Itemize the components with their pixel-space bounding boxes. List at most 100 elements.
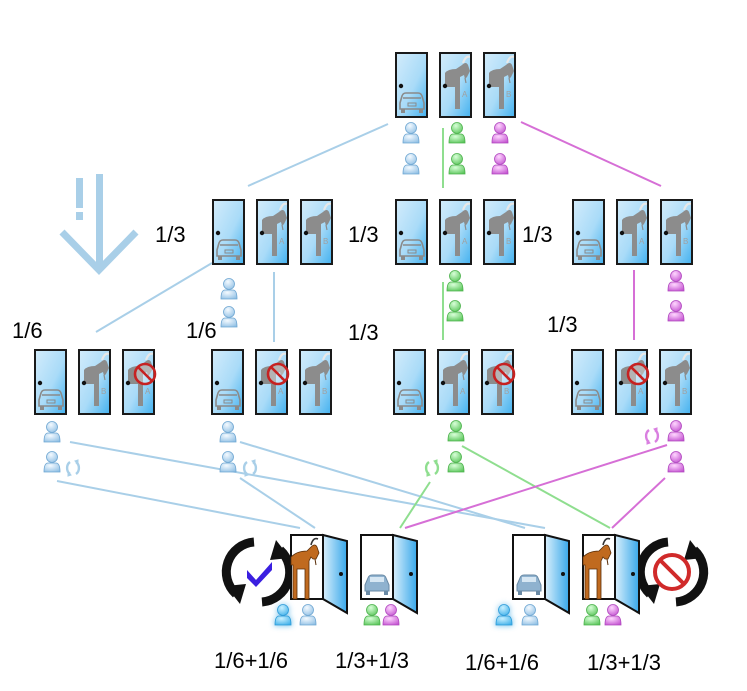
door: [34, 349, 67, 415]
player-green-icon: [447, 451, 465, 473]
car-icon: [516, 574, 542, 595]
player-blue-icon: [219, 451, 237, 473]
door-knob: [396, 380, 402, 386]
forbidden-icon: [266, 362, 290, 386]
player-blue-icon: [43, 451, 61, 473]
door: B: [660, 199, 693, 265]
player-blue-icon: [521, 604, 539, 626]
switch-check-icon: [221, 537, 295, 607]
prob-outcome-stay-car: 1/6+1/6: [465, 650, 539, 675]
player-blue-icon: [402, 122, 420, 144]
door-knob: [302, 380, 308, 386]
prob-outcome-switch-goat: 1/6+1/6: [214, 648, 288, 673]
stay-forbidden-icon: [635, 537, 709, 607]
outcome-door-stay-goat: [582, 533, 640, 615]
door-knob: [663, 230, 669, 236]
door-label: B: [504, 387, 509, 396]
door: A: [439, 199, 472, 265]
player-magenta-icon: [604, 604, 622, 626]
door: A: [122, 349, 157, 415]
door: A: [615, 349, 650, 415]
swap-icon: [424, 458, 440, 478]
door-knob: [215, 230, 221, 236]
player-blue-icon: [219, 421, 237, 443]
player-magenta-icon: [667, 300, 685, 322]
door-knob: [81, 380, 87, 386]
door-label: B: [101, 387, 106, 396]
player-blue-icon: [43, 421, 61, 443]
prob-level2-3: 1/3: [348, 320, 379, 345]
door-label: A: [279, 237, 285, 246]
prob-level1-car: 1/3: [155, 222, 186, 247]
player-green-icon: [363, 604, 381, 626]
player-green-icon: [446, 300, 464, 322]
door-knob: [574, 380, 580, 386]
player-green-icon: [446, 270, 464, 292]
door-label: A: [460, 387, 466, 396]
connector-lines: [56, 121, 668, 529]
player-magenta-icon: [667, 420, 685, 442]
door: B: [78, 349, 111, 415]
door-label: B: [682, 387, 687, 396]
door: [211, 349, 244, 415]
swap-icon: [65, 458, 81, 478]
door-label: B: [506, 90, 511, 99]
door: B: [299, 349, 332, 415]
door: [571, 349, 604, 415]
door-knob: [125, 380, 131, 386]
door-knob: [618, 380, 624, 386]
door-knob: [575, 230, 581, 236]
connector-line: [520, 121, 662, 187]
goat-icon: [290, 537, 320, 600]
open-door-panel: [322, 533, 348, 615]
connector-line: [56, 480, 301, 529]
outcome-door-switch-goat: [290, 533, 348, 615]
connector-line: [404, 444, 668, 529]
door-label: B: [506, 237, 511, 246]
door-label: A: [462, 90, 468, 99]
door-knob: [484, 380, 490, 386]
door-knob: [619, 230, 625, 236]
player-magenta-icon: [667, 451, 685, 473]
door-knob: [37, 380, 43, 386]
forbidden-icon: [133, 362, 157, 386]
prob-level2-1: 1/6: [12, 318, 43, 343]
door-label: B: [322, 387, 327, 396]
door: B: [483, 199, 516, 265]
forbidden-icon: [492, 362, 516, 386]
player-green-icon: [448, 153, 466, 175]
prob-outcome-stay-goat: 1/3+1/3: [587, 650, 661, 675]
door: [395, 199, 428, 265]
door-knob: [398, 230, 404, 236]
door-knob: [259, 230, 265, 236]
swap-icon: [644, 426, 660, 446]
door-knob: [486, 230, 492, 236]
connector-line: [69, 441, 546, 529]
connector-line: [611, 477, 666, 529]
prob-level1-goat-a: 1/3: [348, 222, 379, 247]
door: [393, 349, 426, 415]
connector-line: [239, 441, 526, 529]
door-label: A: [462, 237, 468, 246]
open-door-panel: [544, 533, 570, 615]
car-icon: [364, 574, 390, 595]
door-knob: [440, 380, 446, 386]
player-magenta-icon: [491, 122, 509, 144]
player-blue-icon: [220, 306, 238, 328]
door-label: A: [639, 237, 645, 246]
door: A: [256, 199, 289, 265]
player-blue-icon: [299, 604, 317, 626]
connector-line: [239, 477, 316, 529]
connector-line: [399, 481, 431, 529]
connector-line: [95, 262, 213, 333]
outcome-door-switch-car: [360, 533, 418, 615]
door: B: [659, 349, 692, 415]
door-knob: [662, 380, 668, 386]
door: B: [300, 199, 333, 265]
door: [212, 199, 245, 265]
